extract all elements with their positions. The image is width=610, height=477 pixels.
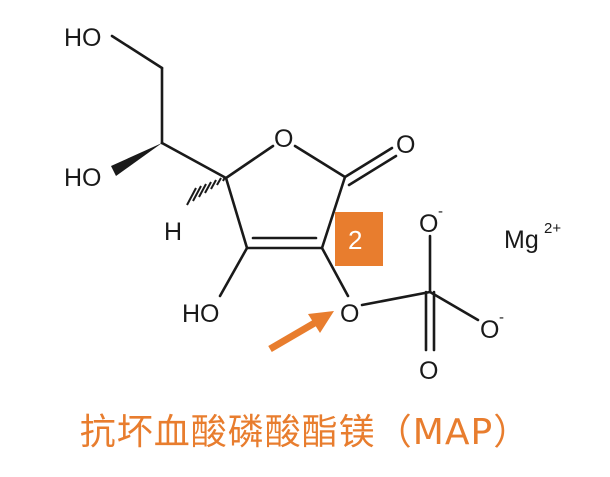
wedge-bond <box>111 143 162 176</box>
bond-c1-o <box>343 146 394 179</box>
bond-o-c1 <box>293 144 347 179</box>
label-ho-bottom: HO <box>182 300 220 328</box>
bond-o-c <box>360 290 432 307</box>
charge-o-right: - <box>499 309 504 326</box>
bond-c3-oh <box>218 246 249 298</box>
label-ester-o: O <box>340 300 359 328</box>
label-mg: Mg <box>504 226 539 254</box>
bond-c2-o <box>320 246 350 298</box>
badge-number: 2 <box>348 225 362 255</box>
bond-c-o-right <box>428 290 480 322</box>
label-o-double: O <box>419 357 438 385</box>
charge-o-top: - <box>438 203 443 220</box>
bond-ho-ch2 <box>110 34 164 70</box>
bond-c1-o-double <box>347 154 398 187</box>
compound-title: 抗坏血酸磷酸酯镁（MAP） <box>79 412 531 453</box>
bond-c5-o <box>224 144 275 180</box>
position-badge <box>335 212 383 266</box>
bond-c1-c2 <box>320 175 347 250</box>
label-h: H <box>164 218 182 246</box>
label-ho-top: HO <box>64 24 102 52</box>
label-ho-wedge: HO <box>64 164 102 192</box>
arrow-icon <box>268 311 334 353</box>
label-carbonyl-o: O <box>396 131 415 159</box>
label-o-minus-top: O <box>419 210 438 238</box>
hash-bond <box>186 176 226 206</box>
bonds <box>110 34 480 352</box>
charge-mg: 2+ <box>544 220 561 237</box>
label-ring-o: O <box>274 125 293 153</box>
bond-ch-c5 <box>160 141 228 180</box>
bond-c3-c5 <box>224 176 249 250</box>
label-o-minus-right: O <box>480 316 499 344</box>
